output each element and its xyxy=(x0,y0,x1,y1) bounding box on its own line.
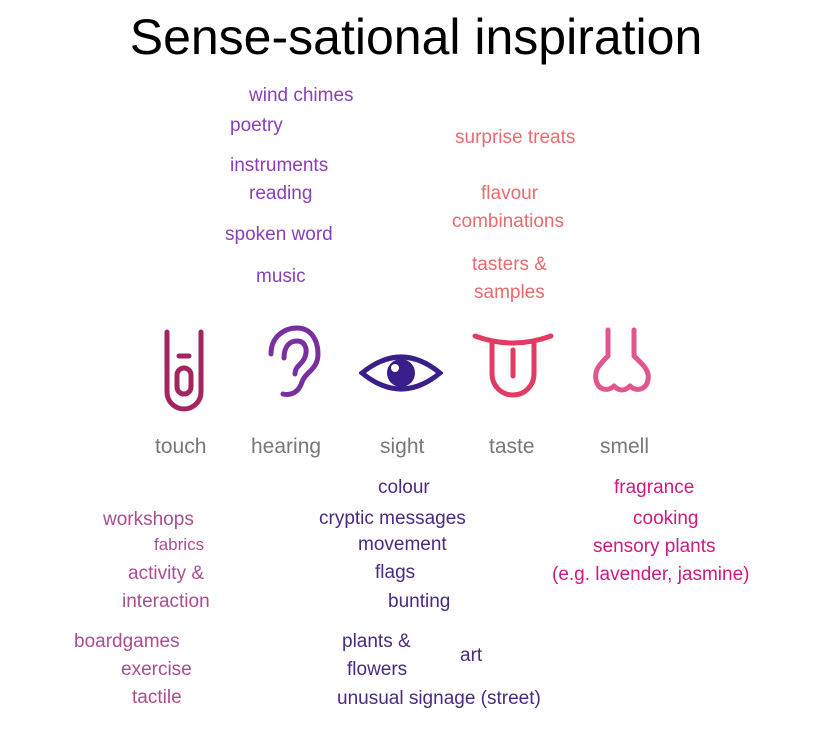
touch-word: boardgames xyxy=(74,631,180,652)
taste-word: samples xyxy=(474,282,545,303)
sight-word: plants & xyxy=(342,631,411,652)
eye-icon xyxy=(359,354,443,392)
smell-word: fragrance xyxy=(614,477,695,498)
sight-word: art xyxy=(460,645,483,666)
taste-word: combinations xyxy=(452,211,564,232)
hearing-word: reading xyxy=(249,183,313,204)
hearing-word: music xyxy=(256,266,306,287)
sight-word: movement xyxy=(358,534,447,555)
taste-word: tasters & xyxy=(472,254,547,275)
touch-word: activity & xyxy=(128,563,205,584)
smell-word: (e.g. lavender, jasmine) xyxy=(552,564,750,585)
smell-label: smell xyxy=(600,435,650,458)
hearing-word: instruments xyxy=(230,155,329,176)
sight-word: unusual signage (street) xyxy=(337,688,541,709)
taste-word: surprise treats xyxy=(455,127,576,148)
finger-icon xyxy=(164,329,204,412)
touch-word: workshops xyxy=(103,509,194,530)
tongue-icon xyxy=(472,333,554,398)
taste-word: flavour xyxy=(481,183,539,204)
taste-label: taste xyxy=(489,435,535,458)
page-title: Sense-sational inspiration xyxy=(129,9,703,65)
sight-word: colour xyxy=(378,477,430,498)
touch-label: touch xyxy=(155,435,207,458)
hearing-word: poetry xyxy=(230,115,283,136)
smell-word: sensory plants xyxy=(593,536,716,557)
sight-label: sight xyxy=(380,435,425,458)
sight-word: flags xyxy=(375,562,416,583)
hearing-label: hearing xyxy=(251,435,322,458)
hearing-word: wind chimes xyxy=(249,85,354,106)
ear-icon xyxy=(268,325,321,397)
sight-word: flowers xyxy=(347,659,408,680)
nose-icon xyxy=(593,327,651,393)
touch-word: exercise xyxy=(121,659,192,680)
touch-word: tactile xyxy=(132,687,182,708)
touch-word: fabrics xyxy=(154,535,205,554)
hearing-word: spoken word xyxy=(225,224,333,245)
touch-word: interaction xyxy=(122,591,210,612)
sight-word: cryptic messages xyxy=(319,508,466,529)
sight-word: bunting xyxy=(388,591,451,612)
smell-word: cooking xyxy=(633,508,699,529)
